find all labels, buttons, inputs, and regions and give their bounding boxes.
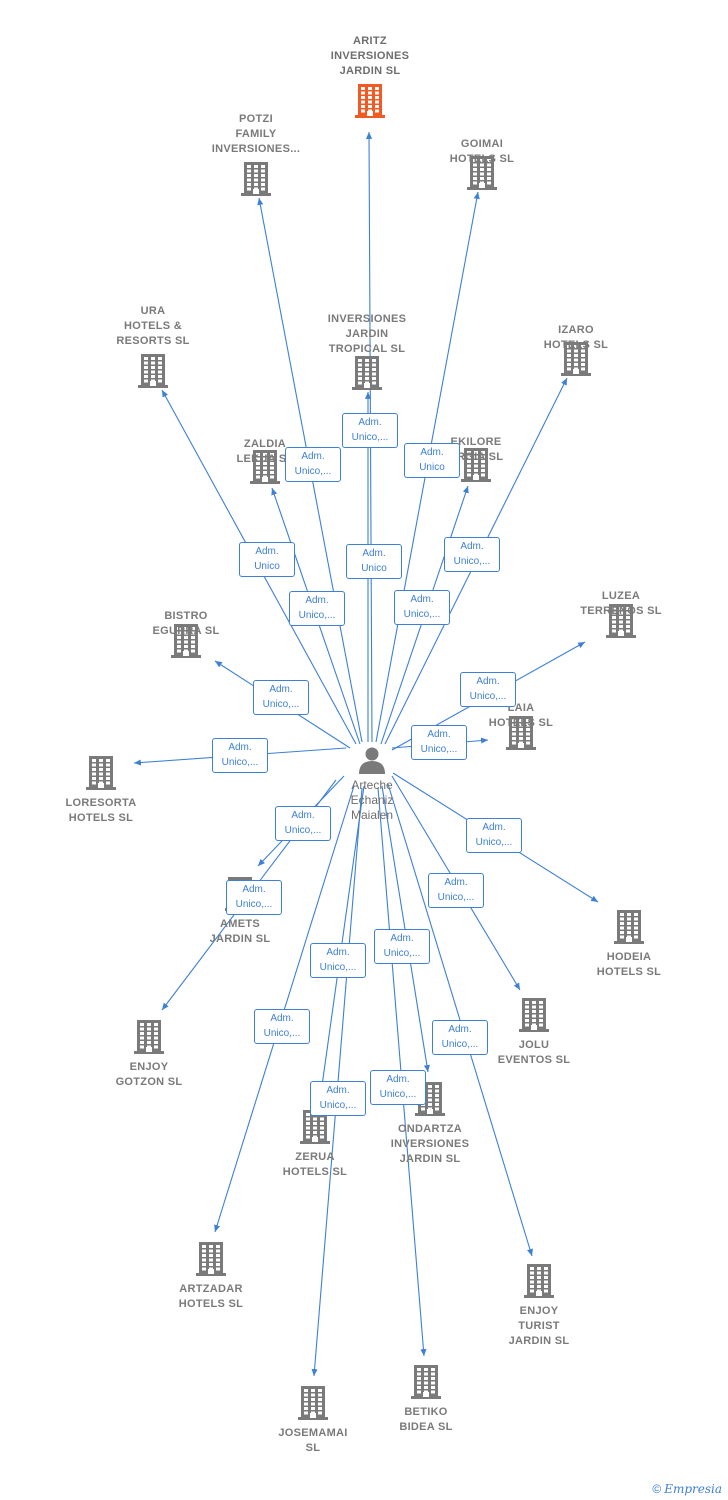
building-icon <box>519 998 549 1032</box>
company-name: ONDARTZA INVERSIONES JARDIN SL <box>390 1123 470 1165</box>
building-icon <box>355 84 385 118</box>
relation-label-amets[interactable]: Adm. Unico,... <box>275 806 331 841</box>
relation-label-invjt[interactable]: Adm. Unico <box>346 544 402 579</box>
building-icon <box>298 1386 328 1420</box>
relation-label-ekilore[interactable]: Adm. Unico,... <box>394 590 450 625</box>
company-name: ZERUA HOTELS SL <box>282 1151 348 1178</box>
building-icon <box>411 1365 441 1399</box>
relation-label-laia[interactable]: Adm. Unico,... <box>411 725 467 760</box>
relation-label-zaldia[interactable]: Adm. Unico,... <box>289 591 345 626</box>
company-name: AMETS JARDIN SL <box>209 918 271 945</box>
relation-label-jolu[interactable]: Adm. Unico,... <box>428 873 484 908</box>
copyright-symbol: © <box>652 1482 662 1496</box>
building-icon <box>467 156 497 190</box>
relation-label-zerua[interactable]: Adm. Unico,... <box>310 943 366 978</box>
building-icon <box>86 756 116 790</box>
relation-label-enjoyturist[interactable]: Adm. Unico,... <box>432 1020 488 1055</box>
building-icon <box>524 1264 554 1298</box>
building-icon <box>196 1242 226 1276</box>
relation-label-ura[interactable]: Adm. Unico <box>239 542 295 577</box>
company-name: BISTRO EGURRA SL <box>152 610 220 637</box>
company-name: GOIMAI HOTELS SL <box>449 138 515 165</box>
company-name: ARTZADAR HOTELS SL <box>178 1283 244 1310</box>
building-icon <box>250 450 280 484</box>
company-name: POTZI FAMILY INVERSIONES... <box>211 113 301 155</box>
building-icon <box>614 910 644 944</box>
relation-label-izaro[interactable]: Adm. Unico,... <box>444 537 500 572</box>
company-name: LORESORTA HOTELS SL <box>65 797 137 824</box>
person-icon <box>359 747 385 774</box>
company-name: LUZEA TERRENOS SL <box>580 590 662 617</box>
building-icon <box>352 356 382 390</box>
company-name: INVERSIONES JARDIN TROPICAL SL <box>327 313 407 355</box>
relation-label-aritz[interactable]: Adm. Unico,... <box>342 413 398 448</box>
building-icon <box>171 624 201 658</box>
relation-label-enjoygotzon[interactable]: Adm. Unico,... <box>226 880 282 915</box>
building-icon <box>138 354 168 388</box>
person-name: Arteche Echaniz Maialen <box>350 778 394 822</box>
building-icon <box>300 1110 330 1144</box>
relation-label-betiko[interactable]: Adm. Unico,... <box>370 1070 426 1105</box>
company-name: BETIKO BIDEA SL <box>399 1406 453 1433</box>
company-name: JOSEMAMAI SL <box>278 1427 348 1454</box>
relation-label-goimai[interactable]: Adm. Unico <box>404 443 460 478</box>
building-icon <box>241 162 271 196</box>
company-name: ARITZ INVERSIONES JARDIN SL <box>330 35 410 77</box>
company-name: JOLU EVENTOS SL <box>497 1039 571 1066</box>
company-name: ENJOY GOTZON SL <box>115 1061 183 1088</box>
relation-label-ondartza[interactable]: Adm. Unico,... <box>374 929 430 964</box>
brand-logo-text: Empresia <box>664 1482 722 1496</box>
company-name: IZARO HOTELS SL <box>543 324 609 351</box>
relation-label-artzadar[interactable]: Adm. Unico,... <box>254 1009 310 1044</box>
building-icon <box>561 342 591 376</box>
credit-footer[interactable]: ©Empresia <box>652 1482 722 1496</box>
relation-label-hodeia[interactable]: Adm. Unico,... <box>466 818 522 853</box>
company-name: URA HOTELS & RESORTS SL <box>116 305 190 347</box>
company-name: HODEIA HOTELS SL <box>596 951 662 978</box>
relation-label-loresorta[interactable]: Adm. Unico,... <box>212 738 268 773</box>
relation-label-luzea[interactable]: Adm. Unico,... <box>460 672 516 707</box>
relation-label-potzi[interactable]: Adm. Unico,... <box>285 447 341 482</box>
building-icon <box>606 604 636 638</box>
building-icon <box>506 716 536 750</box>
relation-label-bistro[interactable]: Adm. Unico,... <box>253 680 309 715</box>
company-name: ENJOY TURIST JARDIN SL <box>508 1305 570 1347</box>
building-icon <box>134 1020 164 1054</box>
building-icon <box>461 448 491 482</box>
relation-label-josemamai[interactable]: Adm. Unico,... <box>310 1081 366 1116</box>
